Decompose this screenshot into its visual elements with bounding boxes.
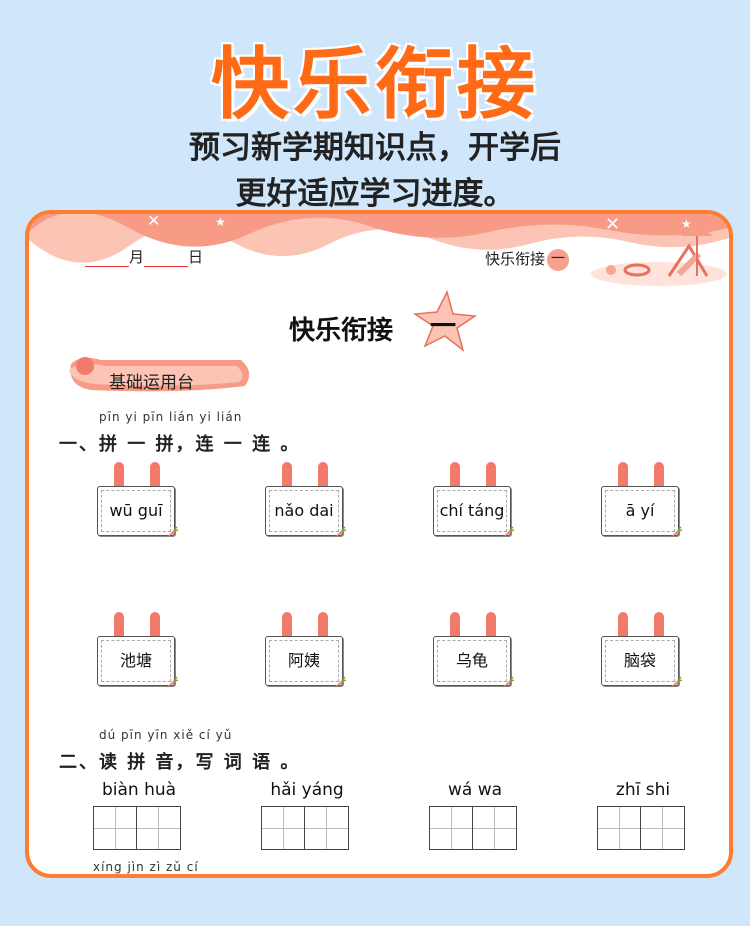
corner-number-badge: 一 (547, 248, 570, 271)
word-card[interactable]: 脑袋 (601, 612, 682, 694)
q1-text: 一、拼 一 拼，连 一 连 。 (59, 434, 301, 455)
day-label: 日 (188, 248, 204, 266)
star-icon (412, 289, 478, 352)
pinyin-card-text: chí táng (439, 501, 505, 520)
pinyin-card[interactable]: nǎo dai (265, 462, 346, 544)
word-card[interactable]: 阿姨 (265, 612, 346, 694)
svg-text:✕: ✕ (605, 214, 620, 235)
tian-cell[interactable] (137, 806, 181, 850)
worksheet-page: ✕ ★ ✕ ★ 月日 快乐衔接一 快乐衔接 一 基础运用台 pīn yi pīn… (25, 210, 733, 878)
pinyin-card[interactable]: wū guī (97, 462, 178, 544)
q2-pinyin: dú pīn yīn xiě cí yǔ (99, 728, 233, 742)
word-card[interactable]: 池塘 (97, 612, 178, 694)
sheet-title-number: 一 (429, 312, 456, 342)
carrot-icon (334, 676, 346, 688)
tian-cell[interactable] (93, 806, 137, 850)
tian-cell[interactable] (305, 806, 349, 850)
tian-cell[interactable] (641, 806, 685, 850)
pinyin-card-text: nǎo dai (274, 501, 334, 520)
corner-label: 快乐衔接一 (485, 248, 570, 271)
month-label: 月 (129, 248, 145, 266)
section-banner (69, 357, 250, 392)
svg-text:★: ★ (215, 215, 226, 229)
sheet-title: 快乐衔接 (289, 316, 394, 346)
writing-grid-pinyin: biàn huà (101, 780, 177, 800)
carrot-icon (166, 526, 178, 538)
beach-illustration (591, 229, 727, 286)
writing-grid[interactable]: wá wa (429, 780, 521, 850)
hero-title: 快乐衔接 (210, 40, 539, 130)
writing-grid[interactable]: zhī shi (597, 780, 689, 850)
word-card-text: 乌龟 (455, 651, 488, 670)
pinyin-card[interactable]: chí táng (433, 462, 514, 544)
pinyin-card-text: wū guī (109, 501, 163, 520)
svg-text:✕: ✕ (147, 214, 160, 230)
tian-cell[interactable] (429, 806, 473, 850)
writing-grid-pinyin: hǎi yáng (270, 780, 344, 800)
carrot-icon (670, 676, 682, 688)
hero-subtitle-line2: 更好适应学习进度。 (235, 176, 515, 212)
header-wave-decoration: ✕ ★ ✕ ★ (29, 214, 729, 263)
word-card-text: 池塘 (119, 651, 152, 670)
svg-text:★: ★ (681, 217, 692, 231)
q2-text: 二、读 拼 音，写 词 语 。 (59, 752, 301, 773)
writing-grid-pinyin: zhī shi (615, 780, 671, 800)
hero-subtitle-line1: 预习新学期知识点，开学后 (189, 130, 561, 166)
carrot-icon (502, 526, 514, 538)
pinyin-card-text: ā yí (625, 501, 655, 520)
writing-grid-pinyin: wá wa (447, 780, 503, 800)
carrot-icon (334, 526, 346, 538)
pinyin-card[interactable]: ā yí (601, 462, 682, 544)
q1-pinyin: pīn yi pīn lián yi lián (99, 410, 243, 424)
corner-label-text: 快乐衔接 (485, 250, 546, 268)
writing-grid[interactable]: biàn huà (93, 780, 185, 850)
carrot-icon (670, 526, 682, 538)
writing-grid[interactable]: hǎi yáng (261, 780, 353, 850)
date-line: 月日 (85, 246, 203, 267)
word-card[interactable]: 乌龟 (433, 612, 514, 694)
q3-pinyin-partial: xíng jìn zì zǔ cí (93, 860, 199, 874)
carrot-icon (502, 676, 514, 688)
tian-cell[interactable] (473, 806, 517, 850)
word-card-text: 阿姨 (287, 651, 320, 670)
tian-cell[interactable] (261, 806, 305, 850)
carrot-icon (166, 676, 178, 688)
word-card-text: 脑袋 (623, 651, 656, 670)
section-banner-label: 基础运用台 (109, 373, 194, 393)
tian-cell[interactable] (597, 806, 641, 850)
